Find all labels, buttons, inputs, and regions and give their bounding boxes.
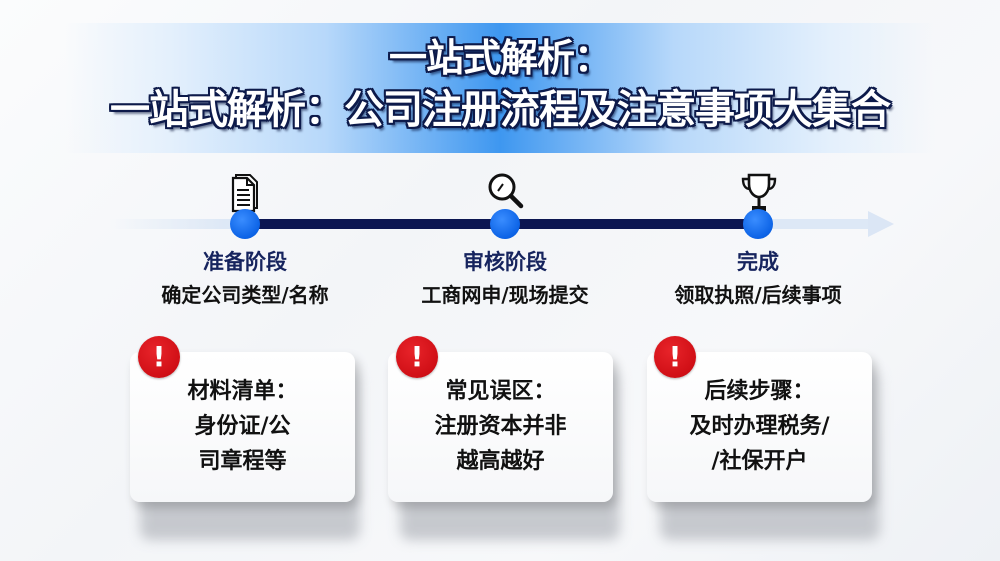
card-3-heading: 后续步骤：: [704, 379, 815, 404]
card-1-line-2: 身份证/公: [194, 414, 291, 439]
title-banner: [65, 23, 935, 153]
document-icon: [231, 174, 258, 213]
page-title-line-1: 一站式解析：: [388, 36, 612, 80]
trophy-icon: [741, 173, 777, 211]
card-2-heading: 常见误区：: [445, 379, 556, 404]
timeline-arrow-icon: [868, 211, 894, 237]
stage-2-title: 审核阶段: [463, 250, 547, 274]
note-card-2: 常见误区： 注册资本并非 越高越好: [388, 352, 613, 502]
stage-2-subtitle: 工商网申/现场提交: [421, 283, 589, 307]
card-3-line-2: 及时办理税务/: [689, 414, 830, 439]
stage-3-title: 完成: [737, 250, 779, 274]
magnifier-icon: [488, 173, 524, 209]
page-title-line-2: 一站式解析：公司注册流程及注意事项大集合: [110, 87, 891, 133]
card-2-text: 常见误区： 注册资本并非 越高越好: [388, 374, 613, 479]
card-1-line-3: 司章程等: [198, 449, 287, 474]
stage-1-title: 准备阶段: [203, 250, 287, 274]
timeline-node-3: [743, 209, 773, 239]
card-2-line-2: 注册资本并非: [434, 414, 567, 439]
card-3-text: 后续步骤： 及时办理税务/ /社保开户: [647, 374, 872, 479]
card-3-line-3: /社保开户: [711, 449, 808, 474]
card-2-line-3: 越高越好: [456, 449, 545, 474]
timeline-node-2: [490, 209, 520, 239]
stage-1-subtitle: 确定公司类型/名称: [161, 283, 329, 307]
alert-icon: !: [654, 336, 696, 378]
note-card-1: 材料清单： 身份证/公 司章程等: [130, 352, 355, 502]
alert-icon: !: [138, 336, 180, 378]
card-1-heading: 材料清单：: [187, 379, 298, 404]
timeline-node-1: [230, 209, 260, 239]
alert-icon: !: [396, 336, 438, 378]
stage-3-subtitle: 领取执照/后续事项: [674, 283, 842, 307]
card-1-text: 材料清单： 身份证/公 司章程等: [130, 374, 355, 479]
note-card-3: 后续步骤： 及时办理税务/ /社保开户: [647, 352, 872, 502]
